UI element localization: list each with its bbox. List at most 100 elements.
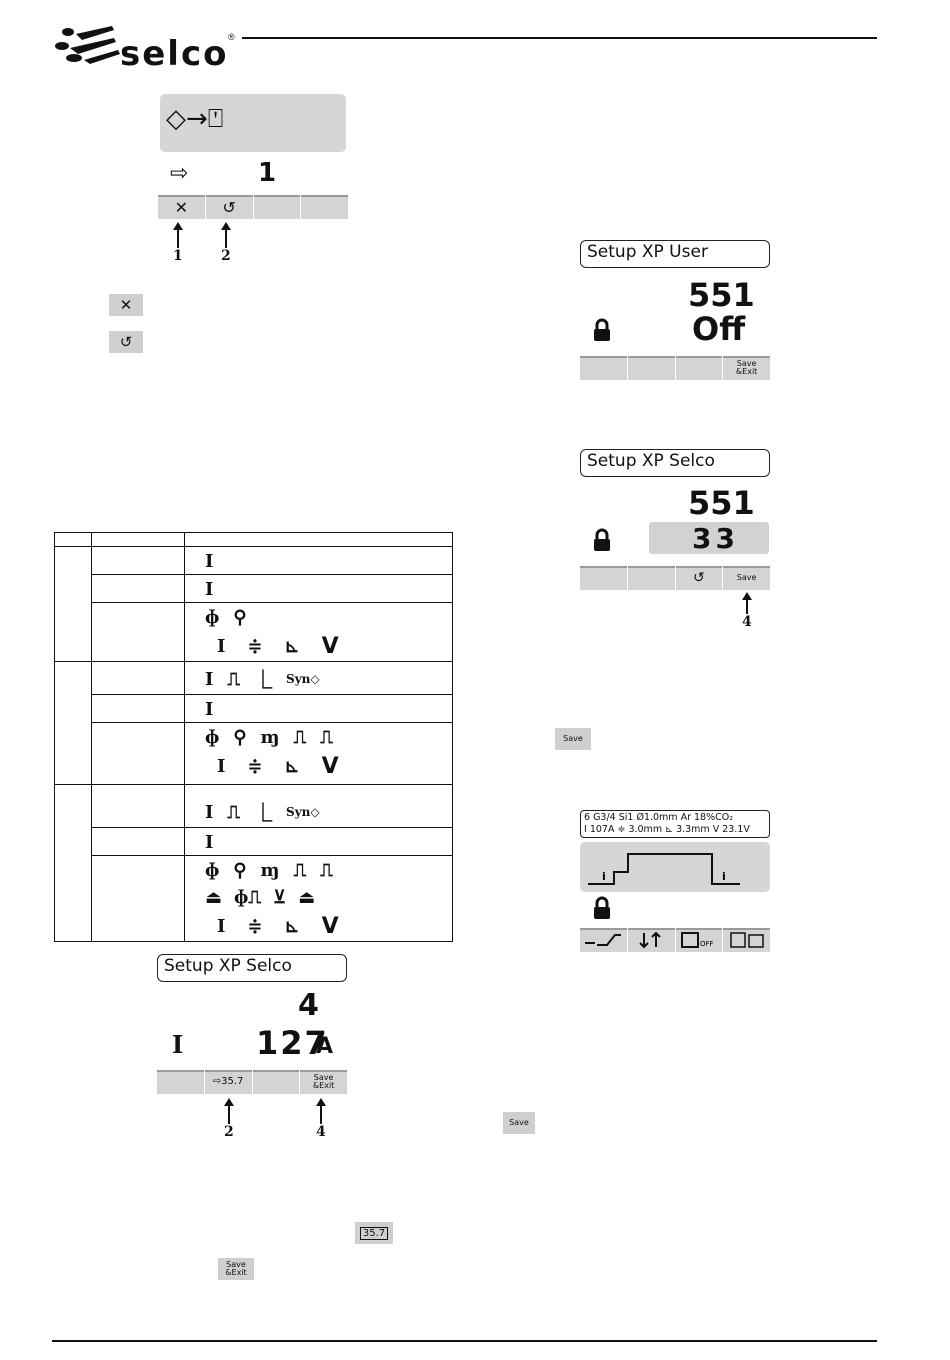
wire-feed-softkey[interactable]	[580, 928, 628, 952]
legend-undo-key: ↺	[109, 331, 143, 353]
parameters-table: I I ɸ⚲ I ≑ ⊾ V I ⎍⎿Syn◇ I ɸ⚲ɱ⎍⎍ I ≑ ⊾ V …	[54, 532, 453, 942]
fig2-title: Setup XP User	[580, 240, 770, 268]
reset-symbol: ◇→⍞	[166, 104, 224, 134]
fig4-line-2: I 107A ≑ 3.0mm ⊾ 3.3mm V 23.1V	[584, 824, 750, 835]
softkey-1[interactable]	[580, 566, 628, 590]
callout-arrow-4	[316, 1098, 326, 1124]
fig1-row-icon: ⇨	[170, 160, 189, 185]
torch-icon: ⚲	[233, 727, 247, 748]
softkey-1[interactable]	[157, 1070, 205, 1094]
double-level-2-icon: ⎍	[320, 727, 333, 748]
callout-arrow-2	[224, 1098, 234, 1124]
fillet-icon: ⊾	[284, 916, 300, 937]
logo-mark-icon	[55, 26, 120, 64]
step-icon: ⎿	[254, 803, 273, 824]
svg-text:i: i	[602, 870, 606, 883]
header-rule	[242, 37, 877, 39]
diameter-icon: ɸ	[205, 727, 220, 748]
softkey-4[interactable]	[301, 195, 348, 219]
step-icon: ⎿	[254, 670, 273, 691]
registered-mark: ®	[228, 32, 235, 42]
softkey-2[interactable]	[627, 356, 676, 380]
legend-cancel-key: ✕	[109, 294, 143, 316]
fig2-value: Off	[692, 310, 746, 348]
spot-mode-softkey[interactable]: OFF	[675, 928, 724, 952]
fig1-row-value: 1	[258, 158, 277, 188]
default-value-softkey[interactable]: ⇨35.7	[204, 1070, 253, 1094]
torch-icon: ⚲	[233, 860, 247, 881]
menu-icon	[729, 932, 764, 948]
fig4-graph-panel: i i	[580, 842, 770, 892]
lock-icon	[594, 318, 610, 341]
footer-rule	[52, 1340, 877, 1342]
callout-4: 4	[742, 614, 752, 630]
undo-softkey[interactable]: ↺	[205, 195, 254, 219]
torch-icon: ⚲	[233, 607, 247, 628]
trigger-mode-icon	[639, 931, 661, 949]
diameter-icon: ɸ	[205, 607, 220, 628]
start-slope-icon: ⏏	[205, 887, 223, 908]
callout-arrow-4	[742, 592, 752, 614]
fig5-title: Setup XP Selco	[157, 954, 347, 982]
pulse-icon: ɱ	[260, 727, 280, 748]
save-key-legend: Save	[555, 728, 591, 750]
fig3-value: 33	[692, 522, 739, 555]
lock-icon	[594, 528, 610, 551]
current-icon: I	[217, 916, 226, 937]
current-icon: I	[217, 756, 226, 777]
undo-softkey[interactable]: ↺	[675, 566, 724, 590]
callout-2: 2	[221, 248, 231, 264]
save-exit-softkey[interactable]: Save &Exit	[300, 1070, 347, 1094]
cancel-softkey[interactable]: ✕	[158, 195, 206, 219]
fig1-softkey-bar: ✕ ↺	[158, 195, 348, 219]
fig4-line-1: 6 G3/4 Si1 Ø1.0mm Ar 18%CO₂	[584, 812, 734, 823]
current-icon: I	[205, 668, 214, 690]
waveform-icon: ⎍	[227, 801, 241, 823]
fig5-unit: A	[316, 1034, 334, 1059]
diameter-icon: ɸ	[205, 860, 220, 881]
fig5-number: 4	[298, 988, 319, 1023]
current-icon: I	[205, 551, 214, 572]
voltage-icon: V	[321, 634, 339, 659]
fig2-softkey-bar: Save &Exit	[580, 356, 770, 380]
save-exit-key-legend: Save &Exit	[218, 1258, 254, 1280]
thickness-icon: ≑	[247, 756, 263, 777]
callout-1: 1	[173, 248, 183, 264]
softkey-3[interactable]	[253, 195, 302, 219]
fig3-number: 551	[688, 484, 755, 522]
voltage-icon: V	[321, 754, 339, 779]
fillet-icon: ⊾	[284, 756, 300, 777]
callout-4: 4	[316, 1124, 326, 1140]
fig5-softkey-bar: ⇨35.7 Save &Exit	[157, 1070, 347, 1094]
trigger-mode-softkey[interactable]	[627, 928, 676, 952]
current-icon: I	[205, 801, 214, 823]
save-key-legend-2: Save	[503, 1112, 535, 1134]
save-softkey[interactable]: Save	[723, 566, 770, 590]
crater-icon: ⊻	[272, 887, 287, 908]
thickness-icon: ≑	[247, 636, 263, 657]
waveform-icon: ⎍	[227, 668, 241, 690]
synergy-icon: Syn◇	[286, 672, 320, 686]
fig5-param-symbol: I	[172, 1030, 184, 1059]
softkey-3[interactable]	[675, 356, 724, 380]
softkey-1[interactable]	[580, 356, 628, 380]
fig3-value-box: 33	[649, 522, 769, 555]
menu-softkey[interactable]	[723, 928, 770, 952]
save-exit-softkey[interactable]: Save &Exit	[723, 356, 770, 380]
synergy-icon: Syn◇	[286, 805, 320, 819]
callout-arrow-1	[173, 222, 183, 248]
softkey-3[interactable]	[252, 1070, 301, 1094]
lock-icon	[594, 896, 610, 919]
pulse-icon: ɱ	[260, 860, 280, 881]
current-icon: I	[217, 636, 226, 657]
end-slope-icon: ⏏	[298, 887, 316, 908]
callout-arrow-2	[221, 222, 231, 248]
fig4-info-box: 6 G3/4 Si1 Ø1.0mm Ar 18%CO₂ I 107A ≑ 3.0…	[580, 810, 770, 838]
svg-text:i: i	[722, 870, 726, 883]
default-value-key-legend: 35.7	[355, 1222, 393, 1244]
current-icon: I	[205, 699, 214, 720]
current-icon: I	[205, 579, 214, 600]
softkey-2[interactable]	[627, 566, 676, 590]
brand-name: selco	[120, 34, 229, 74]
double-level-icon: ⎍	[293, 727, 307, 748]
